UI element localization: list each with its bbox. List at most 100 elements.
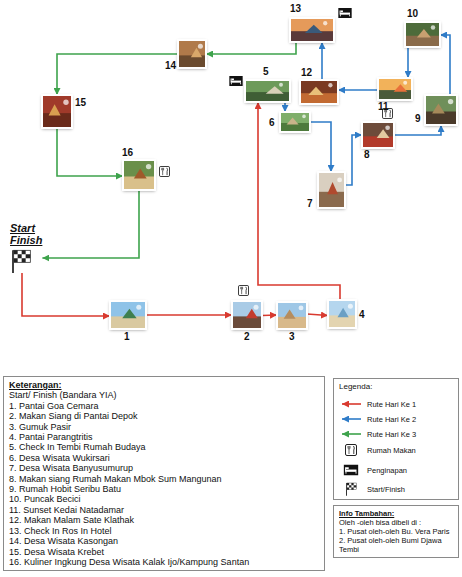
photo [245, 80, 290, 102]
info-item: 1. Pusat oleh-oleh Bu. Vera Paris [339, 527, 453, 536]
stop-number: 10 [407, 8, 418, 20]
list-heading: Keterangan: [9, 380, 319, 390]
list-item: Start/ Finish (Bandara YIA) [9, 390, 319, 400]
list-item: 6. Desa Wisata Wukirsari [9, 453, 319, 463]
legend-text: Rute Hari Ke 1 [367, 400, 416, 409]
route-arrow [310, 122, 331, 172]
stop-number: 2 [244, 331, 250, 343]
photo [300, 80, 338, 104]
stop-number: 14 [165, 60, 176, 72]
list-item: 2. Makan Siang di Pantai Depok [9, 411, 319, 421]
photo [328, 300, 356, 328]
photo [280, 112, 310, 132]
stop-photo: 12 [300, 80, 338, 104]
legend-icon [344, 465, 359, 476]
stop-photo: 13 [290, 18, 334, 42]
list-item: 7. Desa Wisata Banyusumurup [9, 463, 319, 473]
photo [277, 302, 307, 329]
legend-text: Rute Hari Ke 3 [367, 430, 416, 439]
route-arrow [307, 314, 328, 316]
legend-list-box: Keterangan:Start/ Finish (Bandara YIA)1.… [3, 376, 325, 571]
legend-text: Penginapan [367, 466, 407, 475]
stop-number: 15 [75, 97, 86, 109]
stop-photo: 16 [123, 160, 155, 190]
stop-photo: 11 [378, 78, 412, 100]
restaurant-icon [238, 285, 248, 295]
photo [425, 95, 457, 125]
list-item: 13. Check In Ros In Hotel [9, 526, 319, 536]
photo [110, 301, 146, 329]
photo [42, 95, 72, 128]
route-arrow [206, 42, 296, 54]
legend-entry: Start/Finish [339, 482, 405, 496]
stop-number: 1 [124, 331, 130, 343]
route-arrow [42, 190, 139, 258]
checkered-flag [10, 249, 32, 273]
route-arrow [321, 42, 323, 80]
route-arrow [345, 135, 362, 185]
legend-sample [339, 412, 363, 426]
photo [123, 160, 155, 190]
stop-number: 13 [290, 3, 301, 15]
photo [290, 18, 334, 42]
stop-number: 12 [301, 67, 312, 79]
stop-number: 5 [263, 66, 269, 78]
stop-number: 16 [122, 147, 133, 159]
legend-entry: Rumah Makan [339, 443, 416, 457]
stop-photo: 5 [245, 80, 290, 102]
route-arrow [57, 54, 178, 95]
info-item: Oleh -oleh bisa dibeli di : [339, 518, 453, 527]
restaurant-icon [159, 166, 169, 176]
legend-icon [346, 445, 357, 456]
stop-photo: 3 [277, 302, 307, 329]
info-box: Info Tambahan:Oleh -oleh bisa dibeli di … [333, 505, 459, 558]
route-arrow [57, 128, 123, 176]
list-item: 3. Gumuk Pasir [9, 422, 319, 432]
stop-photo: 6 [280, 112, 310, 132]
legend-sample [339, 482, 363, 496]
photo [178, 40, 206, 68]
legend-entry: Penginapan [339, 463, 407, 477]
legend-entry: Rute Hari Ke 3 [339, 427, 416, 441]
stop-photo: 1 [110, 301, 146, 329]
photo [232, 301, 262, 329]
stop-number: 9 [415, 113, 421, 125]
info-heading: Info Tambahan: [339, 509, 453, 518]
photo [378, 78, 412, 100]
legend-sample [339, 397, 363, 411]
route-arrow [22, 273, 110, 316]
legend-route-line [342, 403, 361, 405]
stop-photo: 2 [232, 301, 262, 329]
route-arrow [284, 102, 286, 112]
start-finish-label: Start Finish [10, 222, 42, 246]
route-arrow [338, 89, 378, 91]
start-finish-node: Start Finish [10, 222, 42, 273]
legend-sample [339, 463, 363, 477]
legend-route-line [342, 433, 361, 435]
legend-box: Legenda:Rute Hari Ke 1Rute Hari Ke 2Rute… [333, 378, 459, 500]
list-item: 5. Check In Tembi Rumah Budaya [9, 442, 319, 452]
list-item: 8. Makan siang Rumah Makan Mbok Sum Mang… [9, 474, 319, 484]
photo [318, 172, 345, 208]
stop-number: 7 [307, 198, 313, 210]
route-arrow [394, 125, 441, 135]
legend-route-line [342, 418, 361, 420]
list-item: 4. Pantai Parangtritis [9, 432, 319, 442]
stop-photo: 7 [318, 172, 345, 208]
list-item: 12. Makan Malam Sate Klathak [9, 515, 319, 525]
list-item: 11. Sunset Kedai Natadamar [9, 505, 319, 515]
route-arrow [146, 314, 232, 316]
stop-photo: 8 [362, 122, 394, 148]
list-item: 1. Pantai Goa Cemara [9, 401, 319, 411]
list-item: 14. Desa Wisata Kasongan [9, 536, 319, 546]
list-item: 9. Rumah Hobit Seribu Batu [9, 484, 319, 494]
lodging-icon [338, 8, 351, 18]
stop-photo: 14 [178, 40, 206, 68]
stop-number: 4 [359, 309, 365, 321]
stop-number: 3 [289, 331, 295, 343]
stop-photo: 9 [425, 95, 457, 125]
photo [405, 22, 440, 47]
lodging-icon [229, 76, 242, 86]
stop-photo: 15 [42, 95, 72, 128]
stop-number: 11 [378, 101, 389, 113]
